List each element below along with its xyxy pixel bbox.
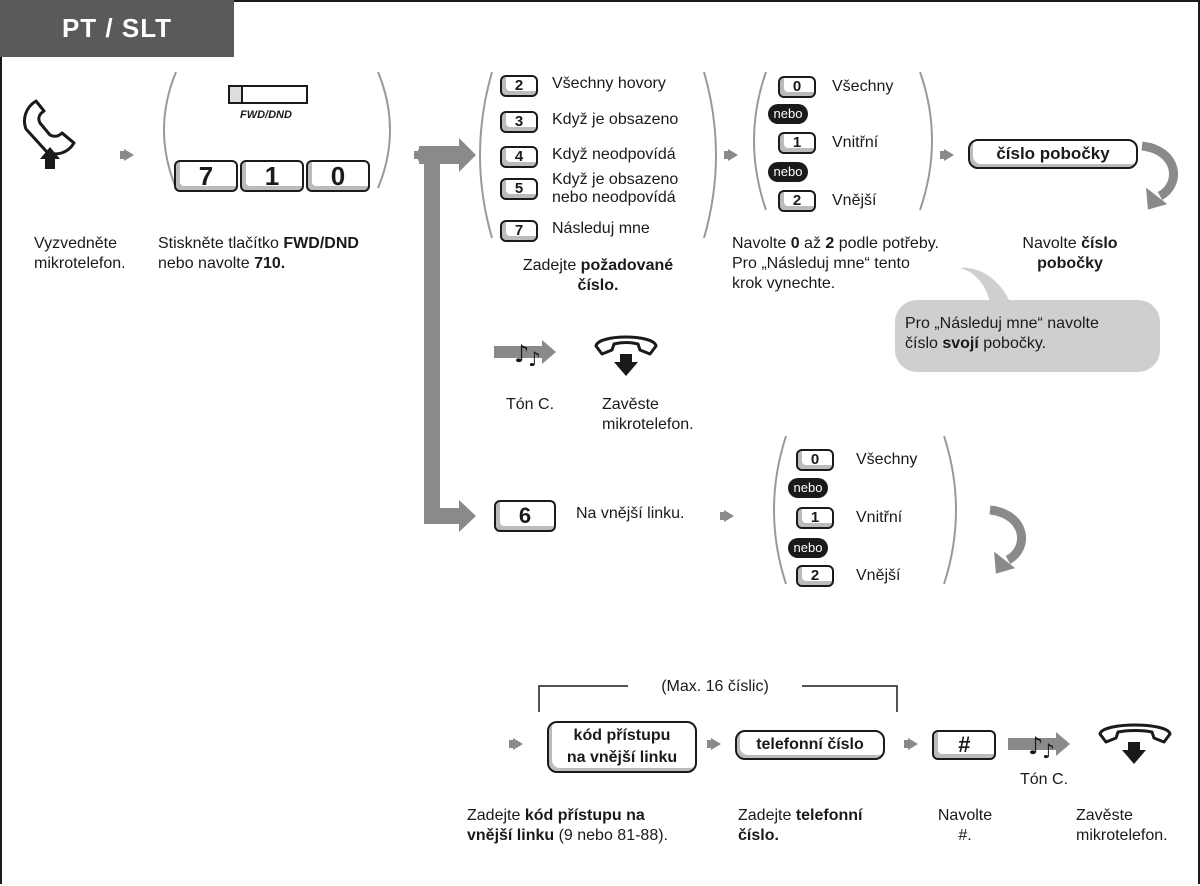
bottom-tone-caption: Tón C. (1020, 771, 1069, 788)
option-all: Všechny (832, 78, 894, 95)
step4-caption-line2: Pro „Následuj mne“ tento (732, 255, 910, 272)
arrow-5 (720, 510, 734, 522)
key-7[interactable]: 7 (174, 160, 238, 192)
fwd-dnd-button-icon[interactable] (228, 85, 308, 104)
outside-key-0-all[interactable]: 0 (796, 449, 834, 471)
bottom-caption4-line1: Zavěste (1076, 807, 1133, 824)
key-6-outside-line[interactable]: 6 (494, 500, 556, 532)
outside-key-2-external[interactable]: 2 (796, 565, 834, 587)
outside-line-label: Na vnější linku. (576, 505, 685, 522)
step1-caption-line1: Vyzvedněte (34, 235, 118, 252)
key-2-external[interactable]: 2 (778, 190, 816, 212)
nebo-badge-2: nebo (768, 162, 808, 182)
bracket-right-step4 (919, 71, 933, 211)
key-0-all[interactable]: 0 (778, 76, 816, 98)
hash-key[interactable]: # (932, 730, 996, 760)
lift-handset-icon (22, 99, 76, 169)
svg-text:♪: ♪ (514, 340, 529, 368)
key-0[interactable]: 0 (306, 160, 370, 192)
continue-arrow-2-icon (989, 505, 1027, 574)
outside-option-all: Všechny (856, 451, 918, 468)
bottom-caption2-line2: číslo. (738, 827, 779, 844)
key-4-no-answer[interactable]: 4 (500, 146, 538, 168)
max-digits-label: (Max. 16 číslic) (661, 678, 769, 695)
bracket-left-outside (773, 435, 787, 585)
bracket-right-step2 (377, 71, 391, 189)
bracket-right-step3 (703, 71, 717, 239)
tone-caption: Tón C. (506, 396, 555, 413)
outside-option-internal: Vnitřní (856, 509, 903, 526)
branch-connector (419, 138, 476, 532)
option-external: Vnější (832, 192, 877, 209)
option-follow-me: Následuj mne (552, 220, 650, 237)
step3-caption-line2: číslo. (577, 277, 619, 294)
fwd-dnd-label: FWD/DND (240, 109, 292, 121)
bracket-left-step3 (479, 71, 493, 239)
outside-option-external: Vnější (856, 567, 901, 584)
hang-up-handset-icon (594, 335, 658, 376)
max-digits-bracket (538, 685, 898, 712)
bottom-caption2-line1: Zadejte telefonní (738, 807, 863, 824)
option-no-answer: Když neodpovídá (552, 146, 676, 163)
option-all-calls: Všechny hovory (552, 75, 666, 92)
header-tab: PT / SLT (0, 0, 234, 57)
bracket-right-outside (943, 435, 957, 585)
option-busy-no-answer-l1: Když je obsazeno (552, 171, 679, 188)
arrow-7 (707, 738, 721, 750)
tone-icon-2: ♪ ♪ (1008, 732, 1070, 763)
hangup-caption-line2: mikrotelefon. (602, 416, 694, 433)
svg-text:♪: ♪ (1028, 732, 1043, 760)
option-busy: Když je obsazeno (552, 111, 679, 128)
outside-nebo-badge-2: nebo (788, 538, 828, 558)
step4-caption-line3: krok vynechte. (732, 275, 836, 292)
nebo-badge-1: nebo (768, 104, 808, 124)
option-busy-no-answer-l2: nebo neodpovídá (552, 189, 676, 206)
arrow-8 (904, 738, 918, 750)
outside-key-1-internal[interactable]: 1 (796, 507, 834, 529)
svg-text:♪: ♪ (1042, 739, 1055, 763)
bottom-caption4-line2: mikrotelefon. (1076, 827, 1168, 844)
step1-caption-line2: mikrotelefon. (34, 255, 126, 272)
arrow-3 (724, 149, 738, 161)
bracket-left-step4 (753, 71, 767, 211)
key-1[interactable]: 1 (240, 160, 304, 192)
bottom-caption1-line1: Zadejte kód přístupu na (467, 807, 645, 824)
step5-caption-line1: Navolte číslo (1022, 235, 1118, 252)
step2-caption-line1: Stiskněte tlačítko FWD/DND (158, 235, 359, 252)
arrow-4 (940, 149, 954, 161)
arrow-1 (120, 149, 134, 161)
bubble-line2: číslo svojí pobočky. (905, 335, 1047, 352)
bottom-caption3-line2: #. (958, 827, 972, 844)
continue-arrow-icon (1141, 141, 1179, 210)
bracket-left-step2 (163, 71, 177, 189)
hangup-caption-line1: Zavěste (602, 396, 659, 413)
key-2-all-calls[interactable]: 2 (500, 75, 538, 97)
phone-number-button[interactable]: telefonní číslo (735, 730, 885, 760)
step3-caption-line1: Zadejte požadované (522, 257, 674, 274)
bottom-caption3-line1: Navolte (937, 807, 993, 824)
bubble-tail (960, 267, 1010, 302)
step4-caption-line1: Navolte 0 až 2 podle potřeby. (732, 235, 939, 252)
bubble-line1: Pro „Následuj mne“ navolte (905, 315, 1099, 332)
key-7-follow-me[interactable]: 7 (500, 220, 538, 242)
tone-icon: ♪ ♪ (494, 340, 556, 371)
step5-caption-line2: pobočky (1037, 255, 1103, 272)
follow-me-note-bubble (895, 300, 1160, 372)
arrow-6 (509, 738, 523, 750)
extension-number-button[interactable]: číslo pobočky (968, 139, 1138, 169)
svg-text:♪: ♪ (528, 347, 541, 371)
bottom-caption1-line2: vnější linku (9 nebo 81-88). (467, 827, 668, 844)
step2-caption-line2: nebo navolte 710. (158, 255, 286, 272)
option-internal: Vnitřní (832, 134, 879, 151)
outside-nebo-badge-1: nebo (788, 478, 828, 498)
key-5-busy-no-answer[interactable]: 5 (500, 178, 538, 200)
hang-up-handset-icon-2 (1098, 723, 1172, 764)
key-1-internal[interactable]: 1 (778, 132, 816, 154)
key-3-busy[interactable]: 3 (500, 111, 538, 133)
